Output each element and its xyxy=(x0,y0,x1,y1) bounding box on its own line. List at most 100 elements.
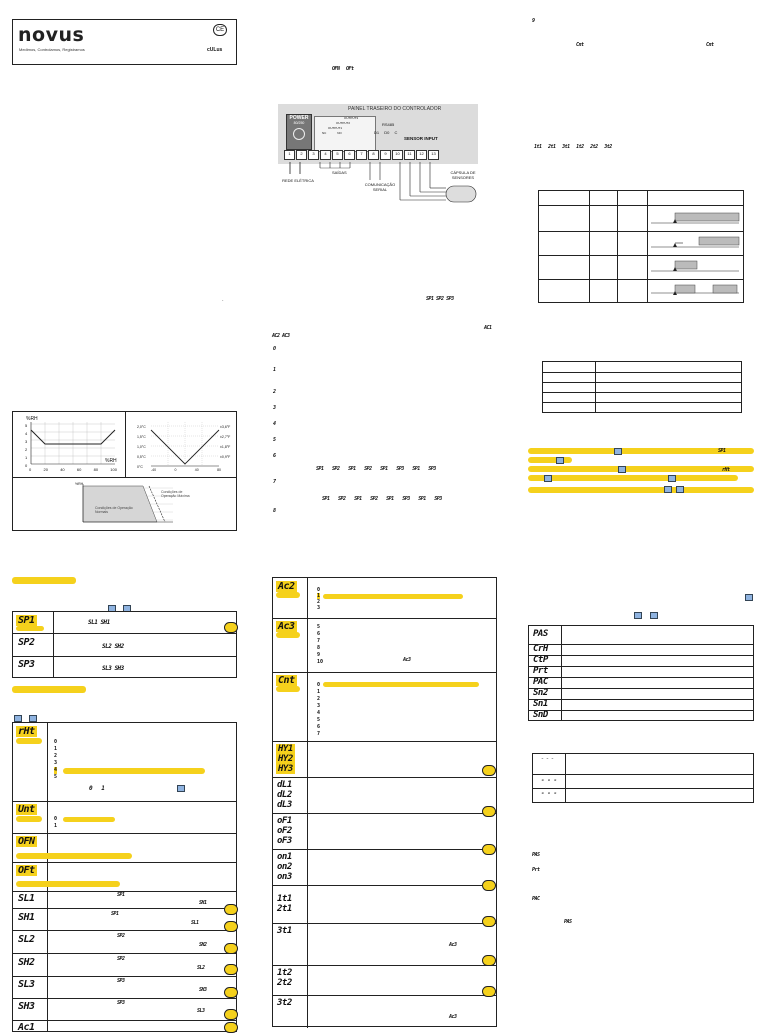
terminal: 11 xyxy=(404,150,415,160)
note-bubble-icon xyxy=(224,987,238,998)
section-heading-highlight xyxy=(12,577,76,584)
note-pas: PAS xyxy=(532,852,540,858)
brand-logo: novus xyxy=(18,24,85,46)
sh3-code: SH3 xyxy=(18,1001,35,1012)
sn1-code: Sn1 xyxy=(533,699,548,709)
mode-4: 4 xyxy=(273,421,276,427)
sh3-ref: SP3 xyxy=(117,1000,125,1006)
setpoint-table: SP1 SL1 SH1 SP2 SL2 SH2 SP3 SL3 SH3 xyxy=(12,611,238,678)
mode-0: 0 xyxy=(273,346,276,352)
note-bubble-icon xyxy=(482,806,496,817)
note-bubble-icon xyxy=(224,1009,238,1020)
sp-list: SP1 SP2 SP3 xyxy=(426,296,454,302)
comunicacao-label: COMUNICAÇÃO SERIAL xyxy=(364,182,396,192)
terminal: 7 xyxy=(356,150,367,160)
sl3-ref2: SH3 xyxy=(199,987,207,993)
key-icons-3 xyxy=(634,607,659,625)
sp1-desc: SL1 SH1 xyxy=(88,619,110,626)
terminal: 3 xyxy=(308,150,319,160)
terminal: 12 xyxy=(416,150,427,160)
ac3-code: Ac3 xyxy=(276,621,297,632)
power-block: POWER 80/250 xyxy=(286,114,312,150)
oft-code: OFt xyxy=(16,865,37,876)
rear-panel-diagram: PAINEL TRASEIRO DO CONTROLADOR POWER 80/… xyxy=(278,104,490,212)
sh1-ref: SP1 xyxy=(111,911,119,917)
sl1-code: SL1 xyxy=(18,893,35,904)
timer-list: 1t1 2t1 3t1 1t2 2t2 3t2 xyxy=(534,144,612,150)
logo-box: novus Medimos, Controlamos, Registramos … xyxy=(12,19,237,65)
wiring-lines xyxy=(289,162,477,203)
chart3-label-normal: Condições de Operação Normais xyxy=(95,506,133,514)
dash-row-3: - - - xyxy=(541,790,557,797)
ac2-code: Ac2 xyxy=(276,581,297,592)
dash-row-1: - - - xyxy=(541,756,554,762)
mode-2: 2 xyxy=(273,389,276,395)
humidity-accuracy-chart xyxy=(30,422,116,465)
pac-code: PAC xyxy=(533,677,548,687)
sh2-ref2: SL2 xyxy=(197,965,205,971)
t32-code: 3t2 xyxy=(277,998,292,1008)
rht-code: rHt xyxy=(16,726,37,737)
sl2-code: SL2 xyxy=(18,934,35,945)
ul-mark: cULus xyxy=(207,47,223,53)
operating-conditions-chart xyxy=(82,484,173,523)
terminal: 4 xyxy=(320,150,331,160)
p-key-icon xyxy=(614,448,622,455)
up-key-icon xyxy=(634,612,642,620)
mode-8: 8 xyxy=(273,508,276,514)
p-key-icon xyxy=(745,594,753,601)
sp3-code: SP3 xyxy=(18,659,35,670)
column-mark: · xyxy=(222,298,224,304)
p-key-icon xyxy=(618,466,626,473)
ac2-ac3-ref: AC2 AC3 xyxy=(272,333,290,339)
sl1-ref2: SH1 xyxy=(199,900,207,906)
terminal: 13 xyxy=(428,150,439,160)
note-pas-2: PAS xyxy=(564,919,572,925)
sh1-ref2: SL1 xyxy=(191,920,199,926)
sp2-desc: SL2 SH2 xyxy=(102,643,124,650)
terminal: 8 xyxy=(368,150,379,160)
rs485-label: RS485 xyxy=(382,122,395,127)
note-bubble-icon xyxy=(482,986,496,997)
chart3-label-max: Condições de Operação Máxima xyxy=(161,490,190,498)
sp1-code: SP1 xyxy=(16,615,37,626)
snd-code: SnD xyxy=(533,710,548,720)
sp2-code: SP2 xyxy=(18,637,35,648)
p-key-icon xyxy=(668,475,676,482)
sensor-input-label: SENSOR INPUT xyxy=(404,136,438,141)
oft-ref: OFt xyxy=(346,66,354,72)
mode-7-detail: SP1 SP2 SP1 SP2 SP1 SP3 SP1 SP3 xyxy=(322,496,442,502)
mode-6-detail: SP1 SP2 SP1 SP2 SP1 SP3 SP1 SP3 xyxy=(316,466,436,472)
t3-ref: Ac3 xyxy=(449,942,457,948)
notice-rht: rHt xyxy=(722,467,730,473)
note-pac: PAC xyxy=(532,896,540,902)
temperature-accuracy-chart xyxy=(150,422,220,467)
note-prt: Prt xyxy=(532,867,540,873)
chart2-yright: ±3,6°F±2,7°F ±1,8°F±0,9°F xyxy=(220,425,231,459)
saidas-label: SAÍDAS xyxy=(332,170,347,175)
note-bubble-icon xyxy=(224,921,238,932)
terminal: 9 xyxy=(380,150,391,160)
mode-7: 7 xyxy=(273,479,276,485)
ce-mark: CE xyxy=(213,24,227,36)
rs485-pins: D1 D0 C xyxy=(374,130,398,135)
terminal-strip: 1 2 3 4 5 6 7 8 9 10 11 12 13 xyxy=(284,150,439,160)
pas-code: PAS xyxy=(533,629,548,639)
note-bubble-icon xyxy=(482,916,496,927)
sl3-ref: SP3 xyxy=(117,978,125,984)
sl2-ref2: SH2 xyxy=(199,942,207,948)
sl2-ref: SP2 xyxy=(117,933,125,939)
timing-table xyxy=(538,190,744,303)
